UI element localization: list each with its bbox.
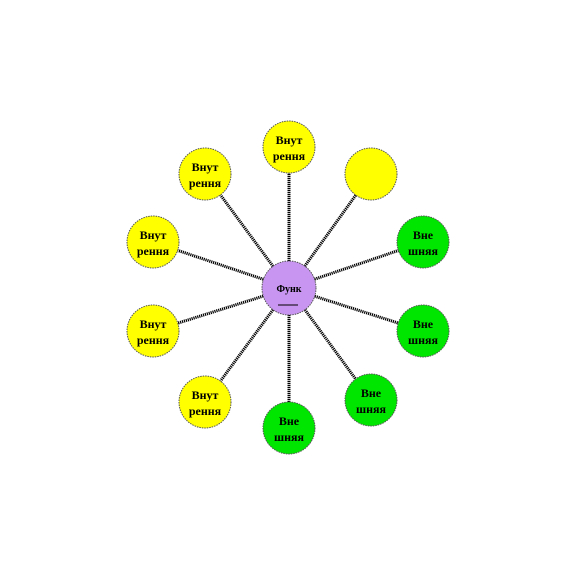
- node-bottom-label-line1: Вне: [279, 414, 300, 428]
- center-node-label: Функ: [276, 284, 301, 295]
- node-bottom-right-circle: [344, 373, 398, 427]
- node-right-lower-circle: [396, 304, 450, 358]
- spoke-node-bottom-left: [219, 308, 275, 382]
- node-left-upper: Внут рення: [126, 215, 180, 269]
- node-right-upper-label-line1: Вне: [413, 228, 434, 242]
- node-bottom-left: Внут рення: [178, 375, 232, 429]
- node-top-left-circle: [178, 147, 232, 201]
- node-top-label-line2: рення: [273, 149, 306, 163]
- center-node-circle: [261, 260, 317, 316]
- node-left-upper-label-line1: Внут: [140, 228, 167, 242]
- node-top-right: [344, 147, 398, 201]
- node-right-lower: Вне шняя: [396, 304, 450, 358]
- node-top-left-label-line2: рення: [189, 176, 222, 190]
- node-right-upper-label-line2: шняя: [408, 244, 439, 258]
- node-right-upper-circle: [396, 215, 450, 269]
- node-top-right-circle: [344, 147, 398, 201]
- nodes-group: ВнутренняВнешняяВнешняяВнешняяВнешняяВну…: [126, 120, 450, 455]
- node-bottom-circle: [262, 401, 316, 455]
- node-right-upper: Вне шняя: [396, 215, 450, 269]
- node-top-left: Внут рення: [178, 147, 232, 201]
- node-bottom-right: Вне шняя: [344, 373, 398, 427]
- node-top: Внут рення: [262, 120, 316, 174]
- center-group: Функ: [261, 260, 317, 316]
- node-left-lower-label-line2: рення: [137, 333, 170, 347]
- node-right-lower-label-line1: Вне: [413, 317, 434, 331]
- node-top-left-label-line1: Внут: [192, 160, 219, 174]
- node-top-circle: [262, 120, 316, 174]
- node-bottom-label-line2: шняя: [274, 430, 305, 444]
- node-left-lower-label-line1: Внут: [140, 317, 167, 331]
- node-left-upper-label-line2: рення: [137, 244, 170, 258]
- node-left-lower-circle: [126, 304, 180, 358]
- spoke-node-left-upper: [177, 248, 264, 281]
- spoke-node-right-lower: [314, 294, 399, 325]
- node-top-label-line1: Внут: [276, 133, 303, 147]
- node-left-upper-circle: [126, 215, 180, 269]
- node-bottom-right-label-line2: шняя: [356, 402, 387, 416]
- spoke-node-bottom-right: [303, 308, 357, 380]
- node-left-lower: Внут рення: [126, 304, 180, 358]
- node-bottom-left-circle: [178, 375, 232, 429]
- node-bottom-right-label-line1: Вне: [361, 386, 382, 400]
- node-right-lower-label-line2: шняя: [408, 333, 439, 347]
- spoke-node-right-upper: [314, 249, 399, 281]
- node-bottom: Вне шняя: [262, 401, 316, 455]
- node-bottom-left-label-line2: рення: [189, 404, 222, 418]
- spoke-node-top-right: [303, 194, 358, 267]
- spokes-group: [177, 173, 399, 402]
- spoke-node-top-left: [219, 194, 275, 268]
- spoke-node-left-lower: [177, 294, 264, 325]
- node-bottom-left-label-line1: Внут: [192, 388, 219, 402]
